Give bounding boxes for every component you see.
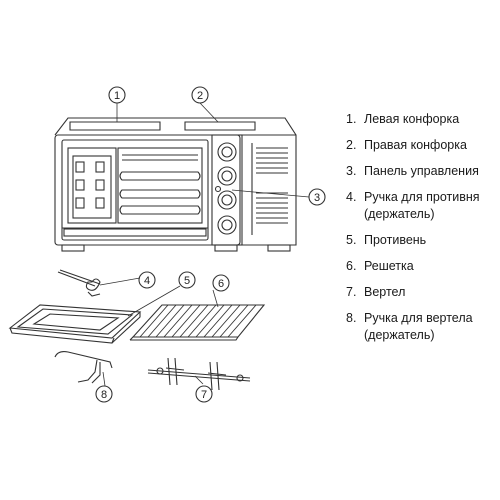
legend-item: 1. Левая конфорка: [346, 111, 496, 128]
callout-circle-1: [108, 86, 126, 104]
legend-number: 1.: [346, 112, 357, 126]
legend-number: 7.: [346, 285, 357, 299]
callout-number-1: 1: [114, 90, 120, 102]
callout-number-5: 5: [184, 275, 190, 287]
legend-label: Правая конфорка: [364, 138, 467, 152]
legend-label: Вертел: [364, 285, 406, 299]
legend-item: 4. Ручка для противня (держатель): [346, 189, 496, 223]
legend-number: 2.: [346, 138, 357, 152]
callout-circle-5: [178, 271, 196, 289]
callout-circle-7: [195, 385, 213, 403]
legend-label: Панель управления: [364, 164, 479, 178]
baking-tray-illustration: [8, 304, 142, 344]
legend-label: Решетка: [364, 259, 414, 273]
callout-circle-3: [308, 188, 326, 206]
legend-number: 8.: [346, 311, 357, 325]
door-handle: [63, 228, 207, 237]
legend-number: 3.: [346, 164, 357, 178]
callout-number-6: 6: [218, 278, 224, 290]
callout-number-2: 2: [197, 90, 203, 102]
legend-item: 6. Решетка: [346, 258, 496, 275]
tray-handle-illustration: [57, 269, 101, 297]
callout-circle-4: [138, 271, 156, 289]
rotisserie-spit-illustration: [147, 357, 251, 391]
legend-label: Ручка для противня (держатель): [364, 190, 480, 221]
legend-item: 8. Ручка для вертела (держатель): [346, 310, 496, 344]
legend-item: 7. Вертел: [346, 284, 496, 301]
legend-label: Ручка для вертела (держатель): [364, 311, 473, 342]
parts-legend: 1. Левая конфорка 2. Правая конфорка 3. …: [346, 111, 496, 353]
legend-number: 5.: [346, 233, 357, 247]
oven-door: [61, 139, 209, 241]
callout-number-4: 4: [144, 275, 150, 287]
legend-item: 2. Правая конфорка: [346, 137, 496, 154]
callout-number-3: 3: [314, 192, 320, 204]
oven-illustration: [54, 117, 297, 252]
callout-circle-6: [212, 274, 230, 292]
legend-item: 5. Противень: [346, 232, 496, 249]
legend-number: 4.: [346, 190, 357, 204]
callout-circle-2: [191, 86, 209, 104]
legend-label: Левая конфорка: [364, 112, 460, 126]
legend-item: 3. Панель управления: [346, 163, 496, 180]
legend-label: Противень: [364, 233, 427, 247]
callout-number-8: 8: [101, 389, 107, 401]
callout-number-7: 7: [201, 389, 207, 401]
callout-circle-8: [95, 385, 113, 403]
leader-lines: [99, 102, 310, 387]
right-hotplate: [184, 121, 256, 131]
wire-rack-illustration: [129, 304, 266, 341]
control-panel: [211, 134, 243, 246]
legend-number: 6.: [346, 259, 357, 273]
spit-handle-illustration: [54, 351, 113, 384]
left-hotplate: [69, 121, 161, 131]
